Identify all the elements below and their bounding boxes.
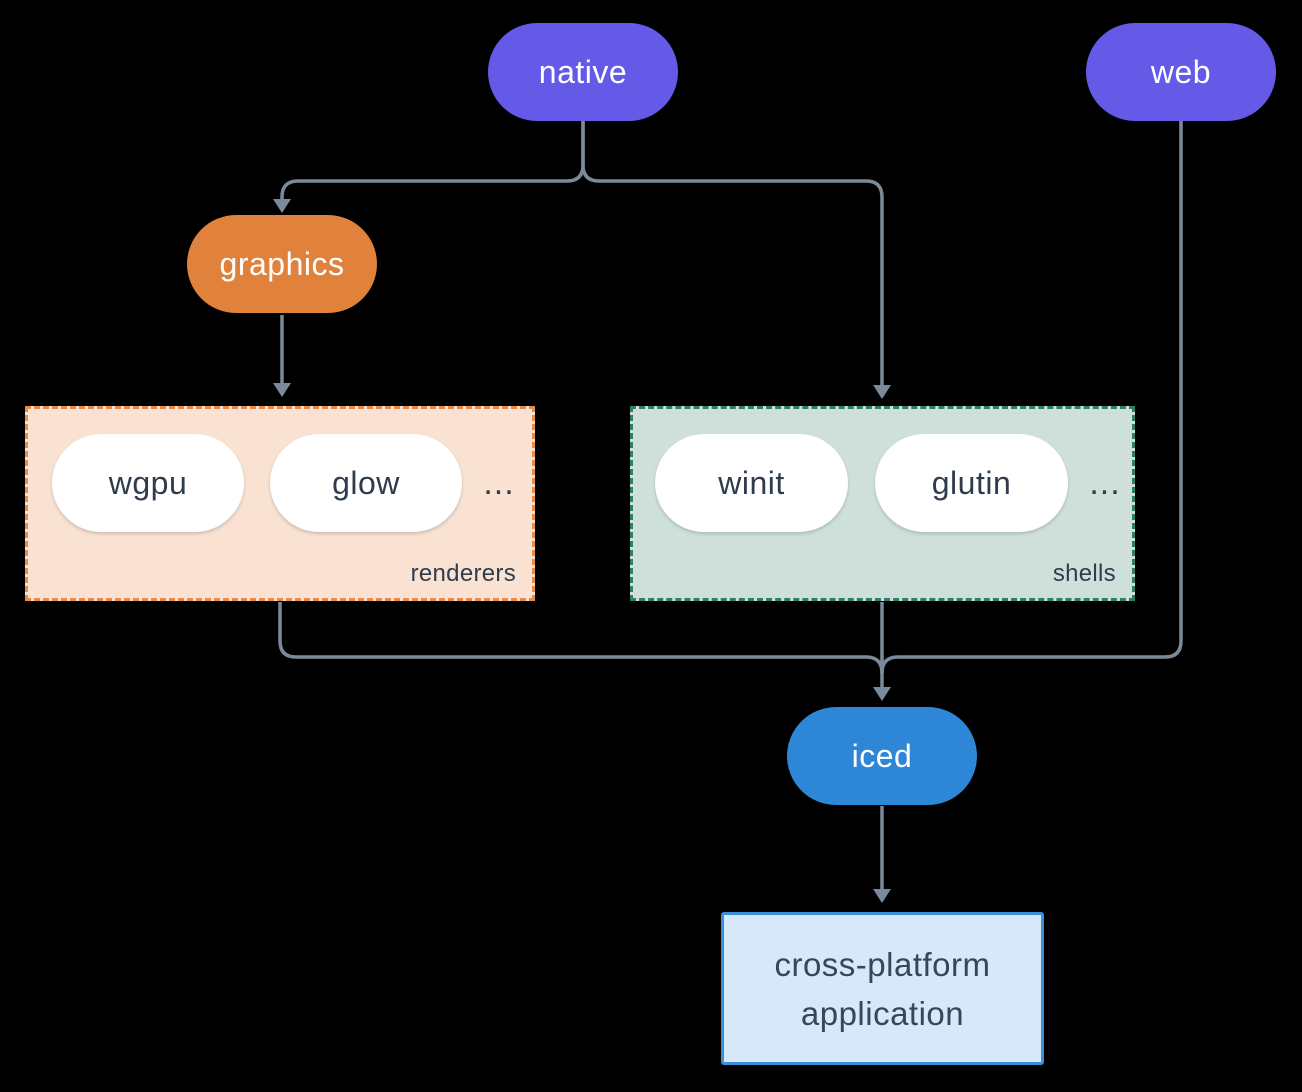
merge-fillet-right (880, 655, 899, 674)
shells-group-label: shells (1052, 560, 1116, 587)
node-glow: glow (270, 434, 462, 532)
merge-fillet-left (865, 655, 884, 674)
arrowhead-into-graphics (273, 199, 291, 213)
edge-native-shells (581, 121, 884, 385)
node-glow-label: glow (332, 464, 400, 501)
node-iced-label: iced (851, 737, 913, 774)
edge-native-graphics (280, 121, 585, 199)
node-web: web (1086, 23, 1276, 121)
node-glutin: glutin (875, 434, 1068, 532)
node-iced: iced (787, 707, 977, 805)
node-wgpu: wgpu (52, 434, 244, 532)
arrowhead-into-iced (873, 687, 891, 701)
edge-renderers-iced (278, 602, 866, 659)
arrowhead-into-renderers (273, 383, 291, 397)
node-winit: winit (655, 434, 848, 532)
application-label-line1: cross-platform (774, 945, 991, 983)
renderers-group-label: renderers (410, 560, 516, 587)
node-graphics: graphics (187, 215, 377, 313)
shells-ellipsis: ... (1089, 463, 1121, 502)
arrowhead-into-shells (873, 385, 891, 399)
node-web-label: web (1150, 53, 1212, 90)
node-winit-label: winit (718, 464, 785, 501)
renderers-ellipsis: ... (483, 463, 515, 502)
arrowhead-into-application (873, 889, 891, 903)
edge-web-iced (898, 121, 1183, 659)
node-native: native (488, 23, 678, 121)
node-graphics-label: graphics (219, 245, 345, 282)
node-native-label: native (538, 53, 628, 90)
node-wgpu-label: wgpu (108, 464, 188, 501)
application-label-line2: application (800, 994, 965, 1032)
node-glutin-label: glutin (931, 464, 1012, 501)
node-cross-platform-application: cross-platform application (721, 912, 1044, 1065)
group-renderers: wgpu glow ... renderers (25, 406, 535, 601)
group-shells: winit glutin ... shells (630, 406, 1135, 601)
